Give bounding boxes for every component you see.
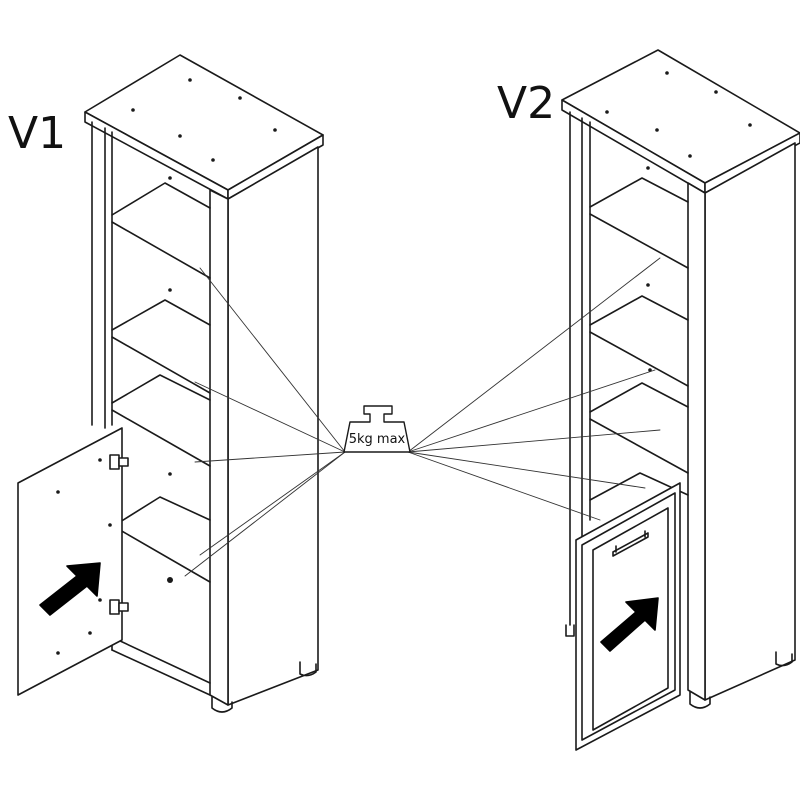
weight-badge-text: 5kg max	[349, 432, 406, 447]
cabinet-v1-body	[91, 121, 319, 713]
cabinet-v1-top-holes	[131, 78, 277, 162]
cabinet-v1-shelves	[111, 176, 211, 583]
cabinet-v1	[17, 54, 324, 713]
cabinet-v2	[561, 49, 800, 751]
cabinet-v2-shelves	[589, 166, 689, 501]
cabinet-v1-hinge-top	[109, 454, 129, 470]
arrow-icon	[600, 597, 659, 652]
cabinet-v1-hinge-bottom	[109, 599, 129, 615]
cabinet-v2-top-holes	[605, 71, 752, 158]
load-leader-lines	[184, 257, 661, 577]
variant-label-v1: V1	[8, 108, 67, 159]
cabinet-v1-top	[84, 54, 324, 200]
cabinet-v2-body	[565, 111, 796, 709]
cabinet-v1-door	[17, 427, 129, 696]
cabinet-v2-top	[561, 49, 800, 194]
arrow-icon	[39, 562, 101, 616]
variant-label-v2: V2	[497, 78, 556, 129]
cabinet-v2-door	[575, 482, 681, 751]
door-handle	[612, 530, 649, 557]
weight-icon	[343, 405, 411, 453]
weight-badge: 5kg max	[343, 405, 411, 453]
